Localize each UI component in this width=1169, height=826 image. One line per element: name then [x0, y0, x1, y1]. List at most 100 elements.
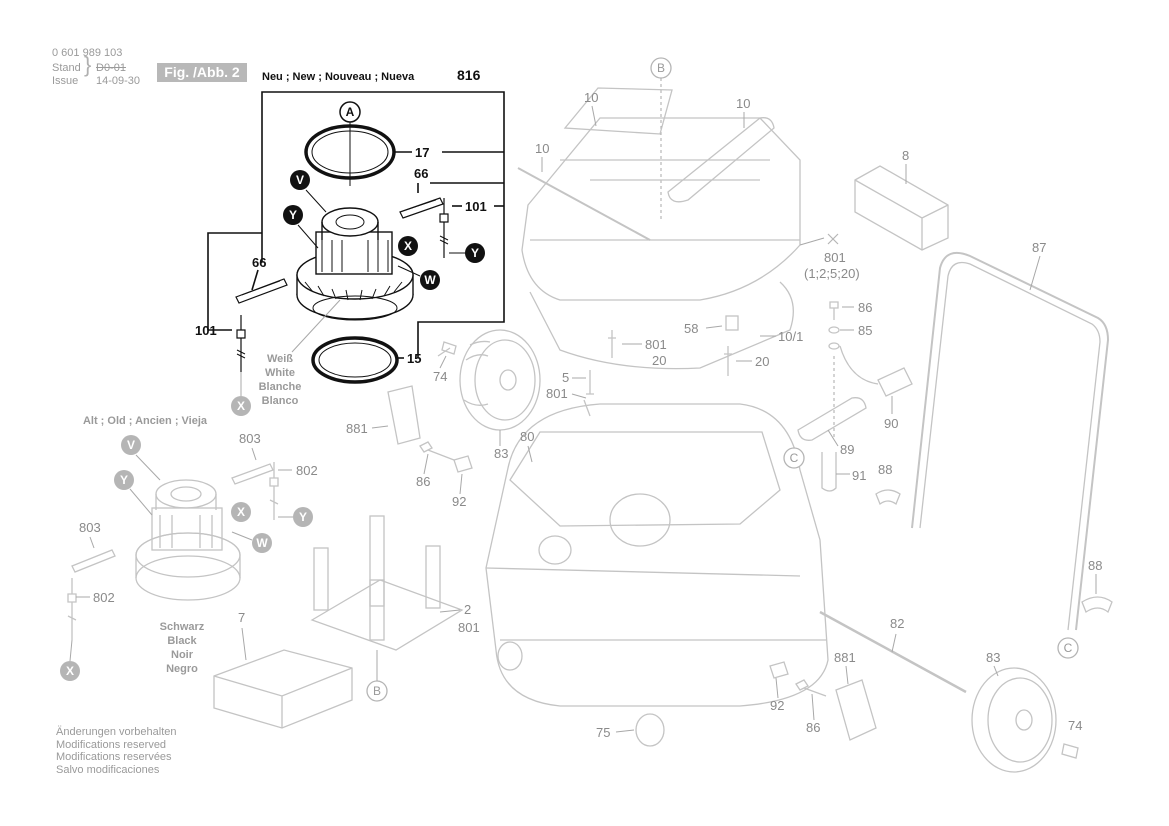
callout-W-text: W	[256, 536, 268, 550]
label-803: 803	[79, 520, 101, 535]
label-85: 85	[858, 323, 872, 338]
container-ridge	[485, 567, 826, 641]
callout-X	[231, 502, 251, 522]
label-90: 90	[884, 416, 898, 431]
label-802: 802	[93, 590, 115, 605]
seal-ring-15	[311, 336, 399, 384]
connector-90	[877, 367, 913, 397]
callout-Y	[465, 243, 485, 263]
seal-ring-15-inner	[318, 342, 392, 378]
old-group-title: Alt ; Old ; Ancien ; Vieja	[83, 415, 208, 427]
label-88: 88	[1088, 558, 1102, 573]
inlet-port	[538, 535, 572, 565]
label-86: 86	[806, 720, 820, 735]
leader	[439, 609, 461, 613]
clip-91	[821, 452, 837, 492]
leader	[305, 189, 327, 213]
label-74: 74	[433, 369, 447, 384]
wheel-83-rim	[474, 339, 536, 421]
old-motor-group: Alt ; Old ; Ancien ; Vieja 803 802 803	[60, 415, 318, 681]
callout-B-text: B	[373, 684, 381, 698]
leader	[251, 447, 257, 461]
new-group-title: Neu ; New ; Nouveau ; Nueva	[262, 71, 415, 83]
clip-88	[875, 489, 901, 506]
label-101: 101	[195, 323, 217, 338]
label-87: 87	[1032, 240, 1046, 255]
callout-Y-text: Y	[120, 473, 128, 487]
label-75: 75	[596, 725, 610, 740]
callout-X-text: X	[237, 505, 245, 519]
footer-note: Änderungen vorbehalten Modifications res…	[56, 726, 176, 776]
label-2: 2	[464, 602, 471, 617]
leader	[993, 665, 999, 677]
container-inner	[609, 493, 671, 547]
color-label-white: Blanche	[259, 381, 302, 393]
label-74: 74	[1068, 718, 1082, 733]
cable-802	[269, 462, 279, 520]
label-15: 15	[407, 351, 421, 366]
stand-label: Stand	[52, 62, 81, 74]
callout-X-text: X	[66, 664, 74, 678]
callout-Y	[114, 470, 134, 490]
container-80	[485, 403, 829, 707]
leader	[241, 627, 247, 661]
callout-V-text: V	[296, 173, 304, 187]
seal-10-1	[529, 281, 794, 370]
issue-label: Issue	[52, 75, 79, 87]
part-58	[725, 315, 739, 331]
base-post	[313, 547, 329, 611]
base-post	[369, 515, 385, 607]
leader	[845, 665, 849, 685]
panel-7-edge	[213, 667, 353, 728]
label-801: 801	[645, 337, 667, 352]
label-66: 66	[414, 166, 428, 181]
callout-X	[398, 236, 418, 256]
callout-X	[231, 396, 251, 416]
clip-881	[835, 679, 877, 741]
leader	[135, 454, 161, 481]
leader	[89, 536, 95, 549]
wheel-83	[971, 667, 1057, 773]
callout-X	[60, 661, 80, 681]
leader	[1029, 255, 1041, 291]
cord-90	[839, 345, 879, 385]
label-82: 82	[890, 616, 904, 631]
callout-Y	[293, 507, 313, 527]
leader	[69, 639, 73, 662]
bracket-92	[769, 661, 789, 679]
label-803: 803	[239, 431, 261, 446]
leader	[799, 237, 825, 246]
leader	[231, 531, 253, 541]
screw-801-20	[608, 330, 616, 358]
container-opening	[509, 431, 781, 527]
screw-20	[724, 346, 732, 376]
filter-rod-10	[517, 167, 651, 241]
leader	[251, 269, 259, 291]
leader	[827, 429, 839, 447]
washer-85	[828, 326, 840, 334]
callout-C-text: C	[1064, 641, 1073, 655]
washer	[828, 342, 840, 350]
callout-X-text: X	[237, 399, 245, 413]
label-92: 92	[452, 494, 466, 509]
footer-line: Modifications reserved	[56, 738, 167, 751]
callout-B-text: B	[657, 61, 665, 75]
motor-old	[135, 479, 241, 601]
callout-C	[1057, 637, 1079, 659]
leader	[291, 299, 341, 353]
color-label-black: Negro	[166, 663, 198, 675]
callout-W	[420, 270, 440, 290]
callout-Y-text: Y	[471, 246, 479, 260]
bracket-glyph: }	[84, 52, 92, 77]
leader	[615, 729, 635, 733]
label-86: 86	[416, 474, 430, 489]
label-89: 89	[840, 442, 854, 457]
label-10: 10	[584, 90, 598, 105]
label-101: 101	[465, 199, 487, 214]
clip-881	[387, 385, 421, 445]
seal-ring-17-inner	[311, 130, 389, 174]
label-8: 8	[902, 148, 909, 163]
new-group-bracket	[261, 91, 505, 358]
callout-V	[121, 435, 141, 455]
